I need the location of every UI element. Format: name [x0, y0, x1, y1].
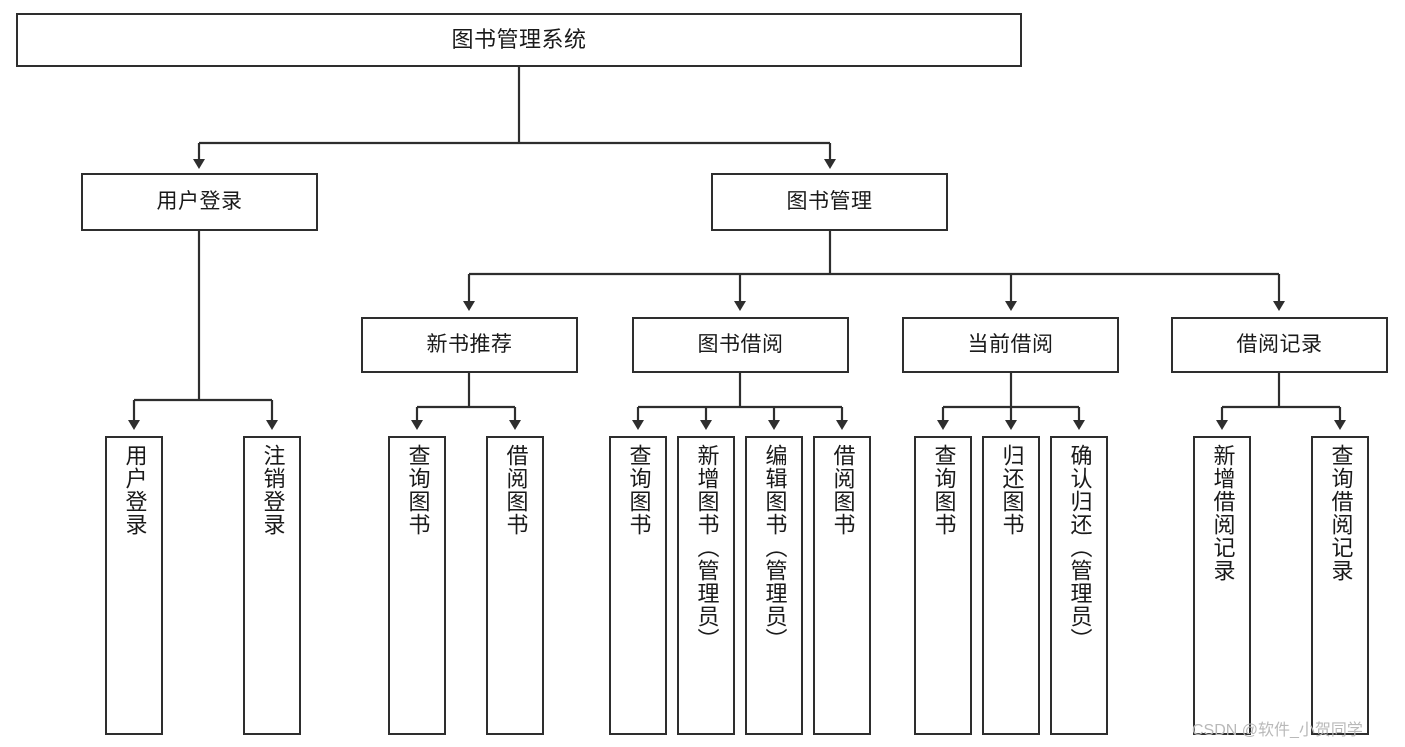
node-label: 图书管理系统 — [451, 26, 587, 52]
node-label: 借阅记录 — [1236, 333, 1323, 357]
leaf-borrow-edit-book-admin[interactable]: 编辑图书（管理员） — [745, 436, 803, 735]
node-label: 新增图书（管理员） — [694, 444, 720, 651]
leaf-current-query-book[interactable]: 查询图书 — [914, 436, 972, 735]
leaf-logout[interactable]: 注销登录 — [243, 436, 301, 735]
leaf-current-return-book[interactable]: 归还图书 — [982, 436, 1040, 735]
node-label: 查询借阅记录 — [1328, 444, 1354, 582]
node-label: 用户登录 — [156, 190, 243, 214]
leaf-user-login[interactable]: 用户登录 — [105, 436, 163, 735]
node-label: 注销登录 — [260, 444, 286, 536]
node-label: 借阅图书 — [503, 444, 529, 536]
node-label: 图书借阅 — [697, 333, 784, 357]
leaf-borrow-query-book[interactable]: 查询图书 — [609, 436, 667, 735]
leaf-borrow-add-book-admin[interactable]: 新增图书（管理员） — [677, 436, 735, 735]
node-new-book-recommend[interactable]: 新书推荐 — [361, 317, 578, 373]
leaf-current-confirm-return-admin[interactable]: 确认归还（管理员） — [1050, 436, 1108, 735]
leaf-record-query-borrow-record[interactable]: 查询借阅记录 — [1311, 436, 1369, 735]
node-book-borrow[interactable]: 图书借阅 — [632, 317, 849, 373]
node-label: 查询图书 — [405, 444, 431, 536]
leaf-borrow-borrow-book[interactable]: 借阅图书 — [813, 436, 871, 735]
node-book-management-module[interactable]: 图书管理 — [711, 173, 948, 231]
node-label: 新增借阅记录 — [1210, 444, 1236, 582]
leaf-new-book-borrow-book[interactable]: 借阅图书 — [486, 436, 544, 735]
node-label: 借阅图书 — [830, 444, 856, 536]
node-label: 图书管理 — [786, 190, 873, 214]
leaf-record-add-borrow-record[interactable]: 新增借阅记录 — [1193, 436, 1251, 735]
node-label: 归还图书 — [999, 444, 1025, 536]
node-root-system[interactable]: 图书管理系统 — [16, 13, 1022, 67]
node-label: 编辑图书（管理员） — [762, 444, 788, 651]
node-label: 查询图书 — [931, 444, 957, 536]
node-label: 确认归还（管理员） — [1067, 444, 1093, 651]
node-label: 当前借阅 — [967, 333, 1054, 357]
node-label: 用户登录 — [122, 444, 148, 536]
node-user-login-module[interactable]: 用户登录 — [81, 173, 318, 231]
node-current-borrow[interactable]: 当前借阅 — [902, 317, 1119, 373]
node-label: 新书推荐 — [426, 333, 513, 357]
leaf-new-book-query-book[interactable]: 查询图书 — [388, 436, 446, 735]
csdn-watermark: CSDN @软件_小贺同学 — [1192, 722, 1363, 739]
node-borrow-record[interactable]: 借阅记录 — [1171, 317, 1388, 373]
node-label: 查询图书 — [626, 444, 652, 536]
